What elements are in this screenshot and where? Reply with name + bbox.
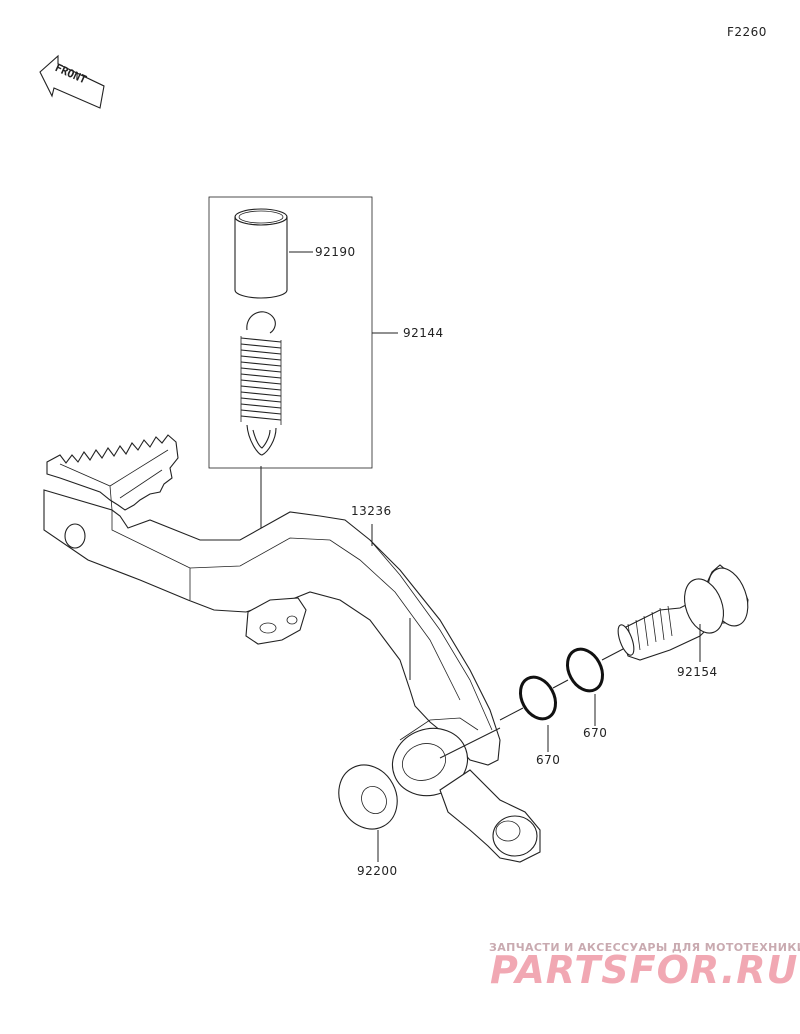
oring-670-b [565,647,605,726]
oring-670-a [518,675,558,752]
diagram-code: F2260 [727,25,767,39]
part-label-13236: 13236 [351,504,392,518]
watermark-brand: PARTSFOR.RU [490,948,799,992]
watermark-subtitle: ЗАПЧАСТИ И АКСЕССУАРЫ ДЛЯ МОТОТЕХНИКИ [489,941,800,954]
part-label-670-a: 670 [536,753,561,767]
brake-pedal-13236 [43,434,541,863]
part-label-92200: 92200 [357,864,398,878]
part-label-670-b: 670 [583,726,608,740]
bushing-92190 [234,208,313,299]
washer-92200 [338,764,398,862]
front-arrow-icon: FRONT [39,54,105,109]
part-label-92154: 92154 [677,665,718,679]
spring-92144 [240,311,282,456]
front-label: FRONT [53,61,89,86]
part-label-92190: 92190 [315,245,356,259]
pivot-bolt-92154 [617,564,749,662]
spring-kit-box [208,196,373,469]
part-label-92144: 92144 [403,326,444,340]
